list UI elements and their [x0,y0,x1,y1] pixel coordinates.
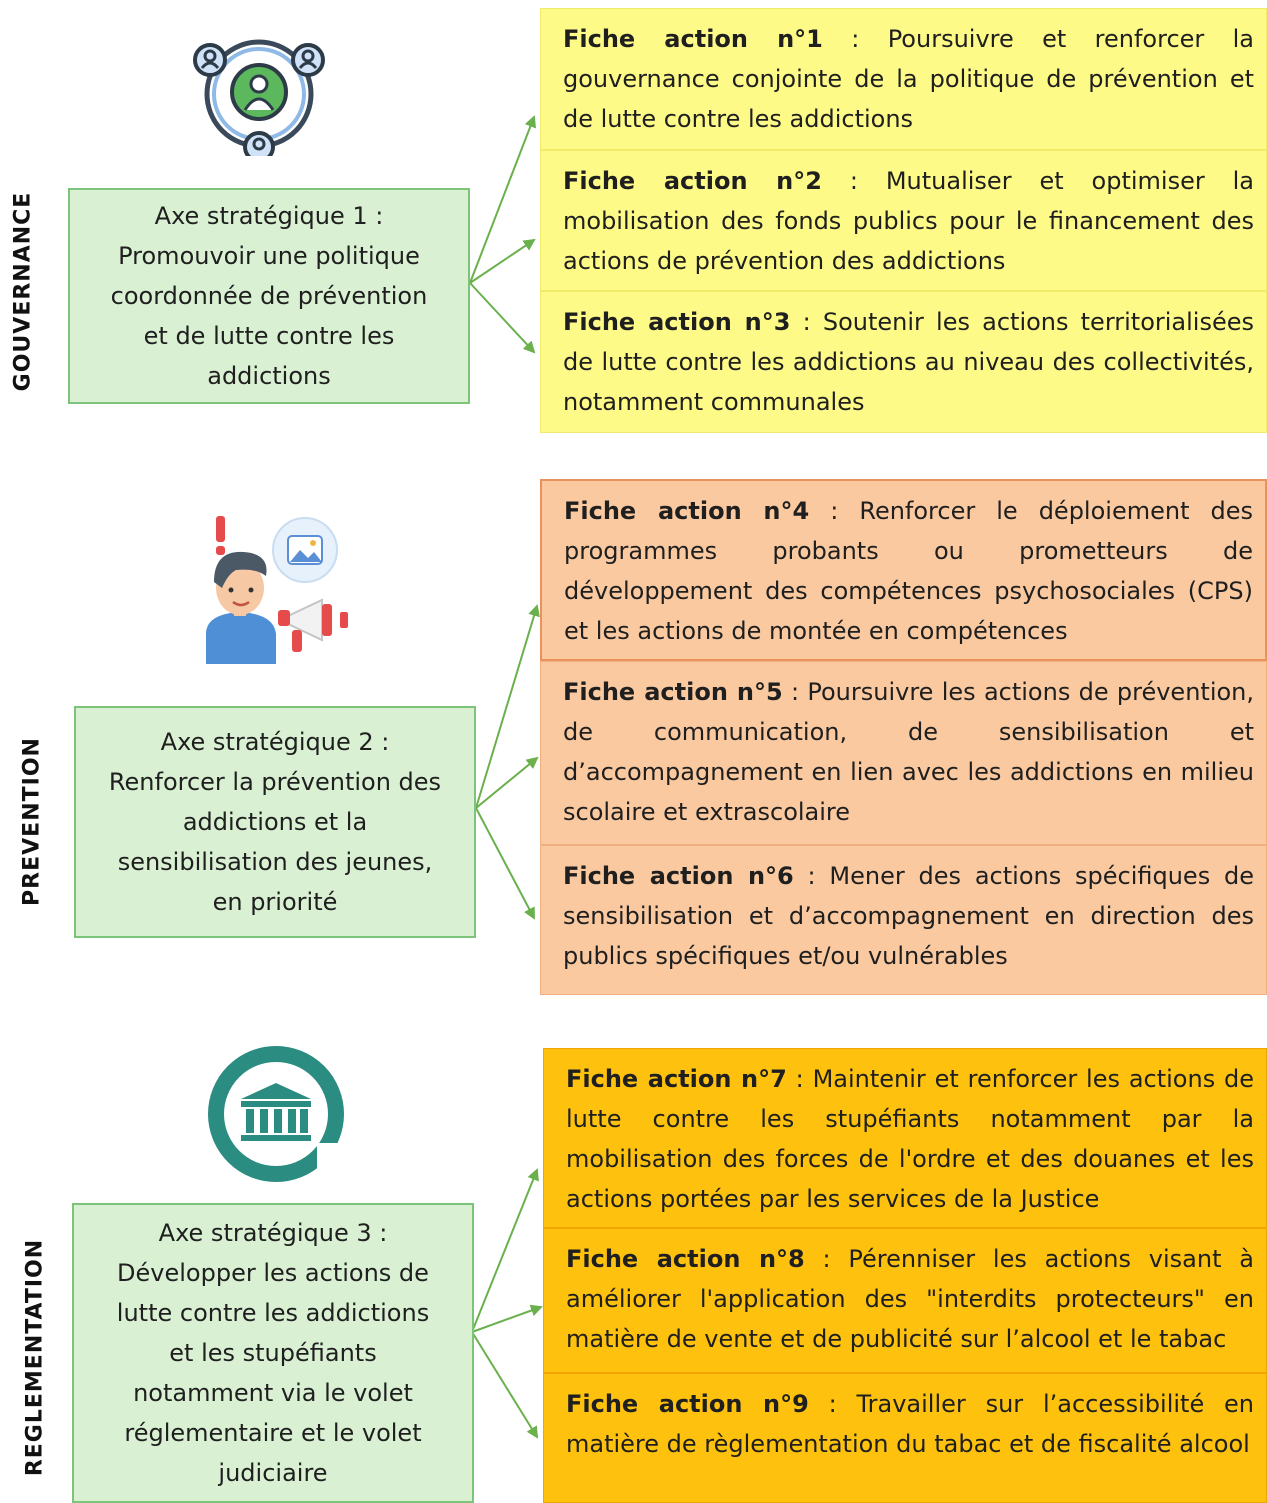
axe-text-line: lutte contre les addictions [116,1299,430,1327]
axe-title: Axe stratégique 2 : [160,728,390,756]
arrow-axe2-fiche6 [475,807,535,920]
arrow-axe1-fiche1 [469,115,537,284]
axe-text-line: addictions [207,362,331,390]
axe-text-line: notamment via le volet [133,1379,413,1407]
axe-text-line: réglementaire et le volet [124,1419,422,1447]
arrow-axe3-fiche9 [471,1331,539,1439]
axe-text-line: coordonnée de prévention [110,282,428,310]
axe-text-line: et de lutte contre les [143,322,395,350]
fiche-action-2: Fiche action n°2 : Mutualiser et optimis… [540,150,1267,291]
fiche-action-1: Fiche action n°1 : Poursuivre et renforc… [540,8,1267,150]
arrow-axe2-fiche5 [475,756,539,809]
fiche-action-6: Fiche action n°6 : Mener des actions spé… [540,845,1267,995]
fiche-action-9: Fiche action n°9 : Travailler sur l’acce… [543,1373,1267,1503]
fiche-action-7: Fiche action n°7 : Maintenir et renforce… [543,1048,1267,1228]
fiche-action-8: Fiche action n°8 : Pérenniser les action… [543,1228,1267,1373]
section-label-reglementation: REGLEMENTATION [22,1238,48,1477]
arrow-axe3-fiche7 [471,1168,539,1333]
axe-title: Axe stratégique 3 : [158,1219,388,1247]
axe-text-line: Renforcer la prévention des [108,768,442,796]
institution-building-icon [208,1046,347,1183]
axe-box-3: Axe stratégique 3 : Développer les actio… [72,1203,474,1503]
axe-text-line: addictions et la [182,808,368,836]
arrow-axe2-fiche4 [475,604,540,809]
axe-text-line: Promouvoir une politique [118,242,420,270]
arrow-axe3-fiche8 [471,1304,543,1333]
fiche-action-3: Fiche action n°3 : Soutenir les actions … [540,291,1267,433]
people-network-icon [188,39,330,160]
axe-text-line: Développer les actions de [117,1259,429,1287]
axe-box-1: Axe stratégique 1 : Promouvoir une polit… [68,188,470,404]
axe-text-line: et les stupéfiants [169,1339,377,1367]
axe-text-line: en priorité [212,888,338,916]
arrow-axe1-fiche3 [469,282,536,354]
person-megaphone-icon [206,516,348,664]
section-label-prevention: PREVENTION [19,737,45,906]
section-label-gouvernance: GOUVERNANCE [10,191,36,392]
fiche-action-5: Fiche action n°5 : Poursuivre les action… [540,661,1267,845]
axe-title: Axe stratégique 1 : [154,202,384,230]
axe-box-2: Axe stratégique 2 : Renforcer la prévent… [74,706,476,938]
axe-text-line: sensibilisation des jeunes, [117,848,433,876]
arrow-axe1-fiche2 [469,238,536,284]
axe-text-line: judiciaire [218,1459,328,1487]
fiche-action-4: Fiche action n°4 : Renforcer le déploiem… [540,479,1267,661]
